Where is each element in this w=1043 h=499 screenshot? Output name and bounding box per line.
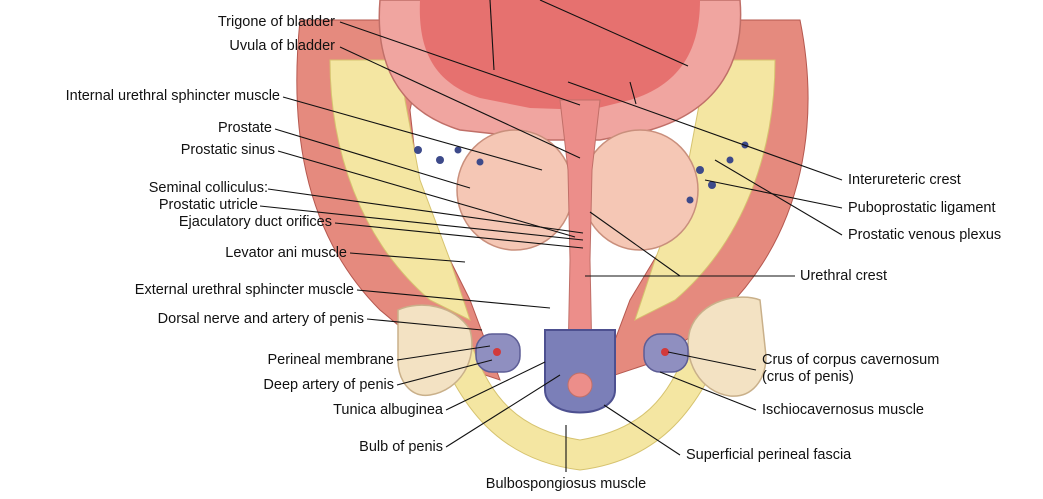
- label-bulbospongiosus-muscle: Bulbospongiosus muscle: [466, 476, 666, 493]
- label-ischiocavernosus-muscle: Ischiocavernosus muscle: [762, 402, 924, 419]
- left-prostate-lobe: [457, 130, 573, 250]
- label-seminal-colliculus: Seminal colliculus:: [149, 180, 268, 197]
- label-prostate: Prostate: [218, 120, 272, 137]
- right-prostate-lobe: [582, 130, 698, 250]
- label-tunica-albuginea: Tunica albuginea: [333, 402, 443, 419]
- label-crus-of-penis: (crus of penis): [762, 369, 854, 386]
- label-puboprostatic-ligament: Puboprostatic ligament: [848, 200, 996, 217]
- urethra: [560, 100, 600, 360]
- label-prostatic-utricle: Prostatic utricle: [159, 197, 258, 214]
- label-dorsal-nerve-and-artery: Dorsal nerve and artery of penis: [158, 311, 364, 328]
- label-deep-artery-of-penis: Deep artery of penis: [263, 377, 394, 394]
- bulb-of-penis: [545, 330, 615, 413]
- bulb-urethra: [568, 373, 592, 397]
- label-levator-ani-muscle: Levator ani muscle: [225, 245, 347, 262]
- label-crus-of-corpus-cavernosum: Crus of corpus cavernosum: [762, 352, 939, 369]
- label-uvula-of-bladder: Uvula of bladder: [229, 38, 335, 55]
- label-prostatic-venous-plexus: Prostatic venous plexus: [848, 227, 1001, 244]
- label-perineal-membrane: Perineal membrane: [267, 352, 394, 369]
- label-ejaculatory-duct-orifices: Ejaculatory duct orifices: [179, 214, 332, 231]
- label-superficial-perineal-fascia: Superficial perineal fascia: [686, 447, 851, 464]
- label-interureteric-crest: Interureteric crest: [848, 172, 961, 189]
- label-internal-urethral-sphincter: Internal urethral sphincter muscle: [66, 88, 280, 105]
- right-deep-artery: [661, 348, 669, 356]
- label-trigone-of-bladder: Trigone of bladder: [218, 14, 335, 31]
- label-urethral-crest: Urethral crest: [800, 268, 887, 285]
- label-external-urethral-sphincter: External urethral sphincter muscle: [135, 282, 354, 299]
- label-bulb-of-penis: Bulb of penis: [359, 439, 443, 456]
- label-prostatic-sinus: Prostatic sinus: [181, 142, 275, 159]
- left-deep-artery: [493, 348, 501, 356]
